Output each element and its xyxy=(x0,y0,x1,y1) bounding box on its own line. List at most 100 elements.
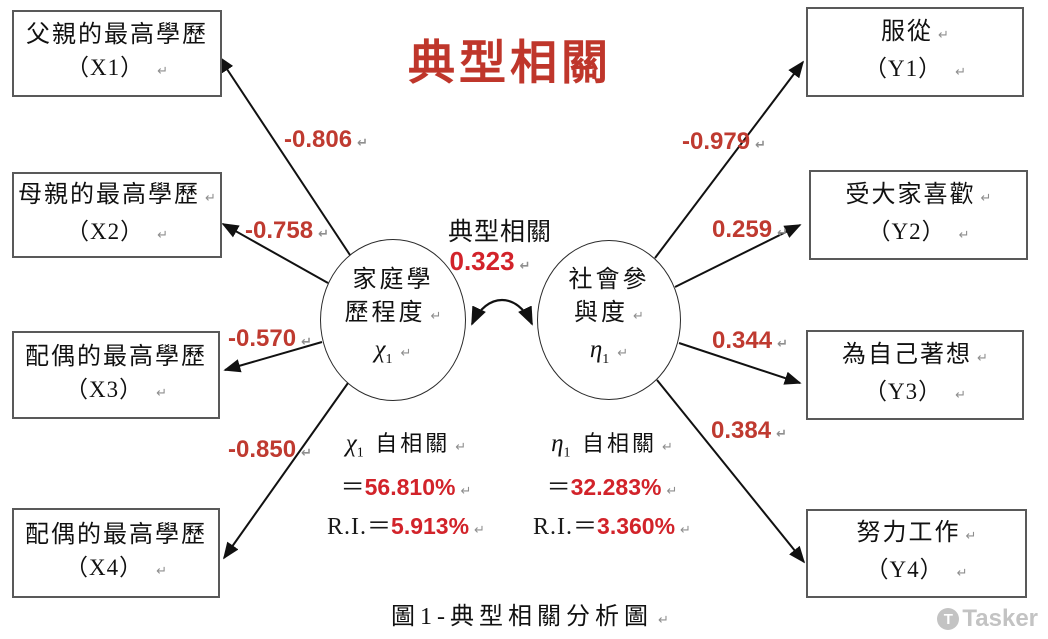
variable-label: 受大家喜歡 xyxy=(845,181,976,208)
paragraph-mark-icon: ↵ xyxy=(617,346,629,362)
autocorrelation-value: 56.810% xyxy=(364,474,456,501)
latent-symbol-subscript: 1 xyxy=(385,351,396,367)
loading-x4: -0.850↵ xyxy=(228,436,312,463)
variable-box-y4: 努力工作 ↵ （Y4） ↵ xyxy=(806,509,1027,598)
variable-box-y3: 為自己著想↵ （Y3）↵ xyxy=(806,330,1024,420)
paragraph-mark-icon: ↵ xyxy=(301,335,312,350)
variable-box-x3: 配偶的最高學歷 （X3）↵ xyxy=(12,331,220,419)
variable-box-x4: 配偶的最高學歷 （X4） ↵ xyxy=(12,508,220,598)
paragraph-mark-icon: ↵ xyxy=(658,613,669,628)
paragraph-mark-icon: ↵ xyxy=(977,350,988,366)
variable-label: 為自己著想 xyxy=(842,341,973,368)
loading-y1: -0.979↵ xyxy=(682,128,766,155)
redundancy-value: 3.360% xyxy=(597,513,676,540)
loading-x2: -0.758↵ xyxy=(245,217,329,244)
arrow-x3 xyxy=(223,341,323,373)
variable-code: （X3） xyxy=(64,376,144,402)
latent-label-line1: 家庭學 xyxy=(352,267,434,294)
variable-label: 服從 xyxy=(881,18,934,45)
latent-ellipse-chi: 家庭學 歷程度↵ χ1↵ xyxy=(320,239,466,401)
stats-symbol-chi: χ xyxy=(345,430,357,457)
latent-symbol-eta: η xyxy=(589,336,603,364)
variable-label: 努力工作 xyxy=(856,520,961,546)
tasker-logo-icon: T xyxy=(937,608,960,630)
latent-symbol-subscript: 1 xyxy=(602,351,613,367)
variable-code: （Y1） xyxy=(863,55,943,81)
page-title: 典型相關 xyxy=(408,38,612,90)
paragraph-mark-icon: ↵ xyxy=(157,64,169,79)
variable-box-y2: 受大家喜歡↵ （Y2）↵ xyxy=(809,170,1028,260)
canonical-correlation-value: 0.323↵ xyxy=(449,246,531,276)
variable-box-x2: 母親的最高學歷↵ （X2）↵ xyxy=(12,172,222,258)
variable-code: （X1） xyxy=(65,55,145,80)
paragraph-mark-icon: ↵ xyxy=(938,27,949,43)
arrow-x4 xyxy=(223,382,349,560)
paragraph-mark-icon: ↵ xyxy=(776,427,787,442)
latent-label-line2: 與度 xyxy=(574,300,629,327)
variable-code: （Y2） xyxy=(867,218,946,244)
paragraph-mark-icon: ↵ xyxy=(357,136,368,151)
paragraph-mark-icon: ↵ xyxy=(755,138,766,153)
eta-stats-block: η1 自相關↵ ＝32.283%↵ R.I.＝3.360%↵ xyxy=(533,430,691,541)
latent-label-line2: 歷程度 xyxy=(344,300,426,327)
loading-x1: -0.806↵ xyxy=(284,126,368,153)
paragraph-mark-icon: ↵ xyxy=(156,563,168,579)
paragraph-mark-icon: ↵ xyxy=(157,227,169,243)
paragraph-mark-icon: ↵ xyxy=(519,259,531,274)
loading-y2: 0.259↵ xyxy=(712,216,788,243)
loading-y4: 0.384↵ xyxy=(711,417,787,444)
loading-x3: -0.570↵ xyxy=(228,325,312,352)
paragraph-mark-icon: ↵ xyxy=(777,226,788,241)
arrow-x1 xyxy=(218,55,351,256)
paragraph-mark-icon: ↵ xyxy=(430,309,442,325)
paragraph-mark-icon: ↵ xyxy=(205,190,216,206)
stats-symbol-eta: η xyxy=(551,430,564,457)
paragraph-mark-icon: ↵ xyxy=(958,227,970,243)
watermark-text: Tasker xyxy=(962,605,1038,632)
paragraph-mark-icon: ↵ xyxy=(777,337,788,352)
autocorrelation-label: 自相關 xyxy=(375,431,451,456)
paragraph-mark-icon: ↵ xyxy=(474,523,485,539)
redundancy-label: R.I. xyxy=(533,514,574,541)
arrow-y1 xyxy=(654,60,805,259)
arrow-y2 xyxy=(674,224,802,288)
redundancy-label: R.I. xyxy=(327,514,368,541)
canonical-correlation-arrow xyxy=(471,299,533,326)
latent-label-line1: 社會參 xyxy=(568,267,650,294)
arrow-y4 xyxy=(656,379,806,564)
paragraph-mark-icon: ↵ xyxy=(680,523,691,539)
paragraph-mark-icon: ↵ xyxy=(955,387,967,403)
paragraph-mark-icon: ↵ xyxy=(955,64,967,80)
paragraph-mark-icon: ↵ xyxy=(455,440,467,455)
canonical-correlation-label: 典型相關 xyxy=(447,219,552,246)
paragraph-mark-icon: ↵ xyxy=(301,446,312,461)
loading-y3: 0.344↵ xyxy=(712,327,788,354)
paragraph-mark-icon: ↵ xyxy=(400,346,412,362)
autocorrelation-label: 自相關 xyxy=(581,431,657,456)
paragraph-mark-icon: ↵ xyxy=(666,484,678,500)
paragraph-mark-icon: ↵ xyxy=(965,529,977,544)
variable-label: 配偶的最高學歷 xyxy=(25,521,207,548)
variable-label: 配偶的最高學歷 xyxy=(25,343,207,370)
variable-box-x1: 父親的最高學歷 （X1）↵ xyxy=(12,10,222,97)
arrow-y3 xyxy=(678,342,802,385)
figure-caption: 圖1-典型相關分析圖↵ xyxy=(391,604,669,630)
paragraph-mark-icon: ↵ xyxy=(318,227,329,242)
latent-ellipse-eta: 社會參 與度↵ η1↵ xyxy=(537,240,681,400)
paragraph-mark-icon: ↵ xyxy=(460,484,472,500)
paragraph-mark-icon: ↵ xyxy=(956,566,968,581)
variable-box-y1: 服從↵ （Y1）↵ xyxy=(806,7,1024,97)
variable-label: 母親的最高學歷 xyxy=(18,181,201,208)
redundancy-value: 5.913% xyxy=(391,513,470,540)
paragraph-mark-icon: ↵ xyxy=(662,440,673,455)
variable-code: （X4） xyxy=(64,554,144,580)
arrow-x2 xyxy=(221,223,329,284)
latent-symbol-chi: χ xyxy=(374,336,386,364)
variable-code: （X2） xyxy=(65,218,145,244)
variable-code: （Y3） xyxy=(863,378,943,404)
variable-code: （Y4） xyxy=(865,557,944,582)
chi-stats-block: χ1 自相關↵ ＝56.810%↵ R.I.＝5.913%↵ xyxy=(327,430,485,541)
paragraph-mark-icon: ↵ xyxy=(633,309,644,325)
